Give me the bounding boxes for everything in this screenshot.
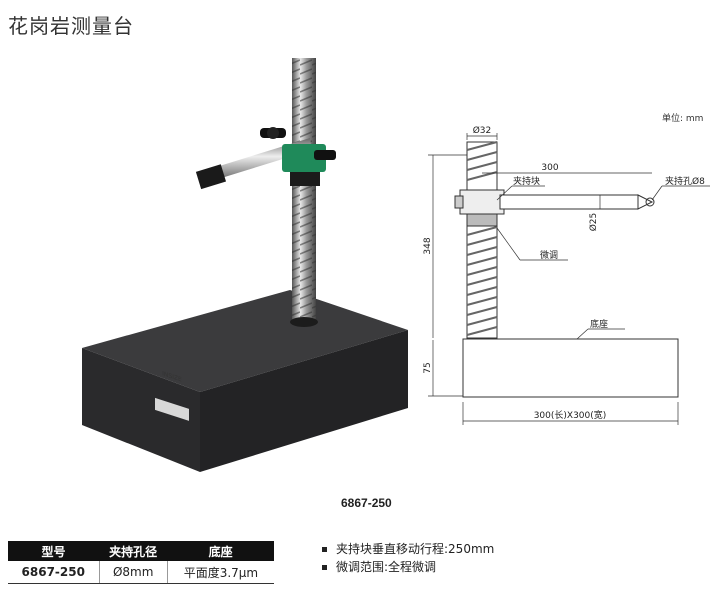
header-base: 底座 bbox=[167, 541, 274, 561]
label-fine-adjust: 微调 bbox=[540, 249, 558, 261]
header-model: 型号 bbox=[8, 541, 99, 561]
granite-front bbox=[82, 348, 200, 472]
drawing-clamp bbox=[459, 189, 505, 215]
unit-label: 单位: mm bbox=[662, 114, 704, 124]
feature-notes: 夹持块垂直移动行程:250mm 微调范围:全程微调 bbox=[322, 540, 494, 576]
table-row: 6867-250 Ø8mm 平面度3.7μm bbox=[8, 561, 274, 584]
knob-side bbox=[314, 150, 336, 160]
dim-arm-length: 300 bbox=[541, 163, 558, 173]
granite-side bbox=[200, 330, 408, 472]
dim-column-dia: Ø32 bbox=[473, 125, 492, 136]
label-base: 底座 bbox=[590, 318, 608, 330]
header-clamp-hole: 夹持孔径 bbox=[99, 541, 168, 561]
label-clamp-hole: 夹持孔Ø8 bbox=[665, 175, 705, 187]
dim-arm-dia: Ø25 bbox=[588, 213, 599, 232]
drawing-base bbox=[462, 338, 679, 398]
product-photo: INSIZE bbox=[82, 58, 408, 472]
spec-table: 型号 夹持孔径 底座 6867-250 Ø8mm 平面度3.7μm bbox=[8, 541, 274, 584]
nameplate bbox=[155, 397, 189, 421]
dim-base-size: 300(长)X300(宽) bbox=[534, 409, 607, 421]
cell-model: 6867-250 bbox=[8, 561, 99, 584]
page-title: 花岗岩测量台 bbox=[8, 14, 134, 38]
dim-height: 348 bbox=[423, 237, 433, 254]
cell-base: 平面度3.7μm bbox=[166, 561, 274, 584]
cell-clamp-hole: Ø8mm bbox=[98, 561, 168, 584]
label-clamp: 夹持块 bbox=[513, 175, 540, 187]
list-item: 夹持块垂直移动行程:250mm bbox=[322, 540, 494, 558]
dim-base-height: 75 bbox=[423, 362, 433, 373]
drawing-arm bbox=[499, 194, 639, 210]
clamp-tip bbox=[195, 164, 227, 190]
technical-drawing: Ø32 300 348 75 Ø25 300(长)X300(宽) 夹持块 夹持孔… bbox=[423, 125, 710, 425]
model-caption: 6867-250 bbox=[341, 496, 392, 510]
list-item: 微调范围:全程微调 bbox=[322, 558, 494, 576]
granite-top bbox=[82, 290, 408, 392]
